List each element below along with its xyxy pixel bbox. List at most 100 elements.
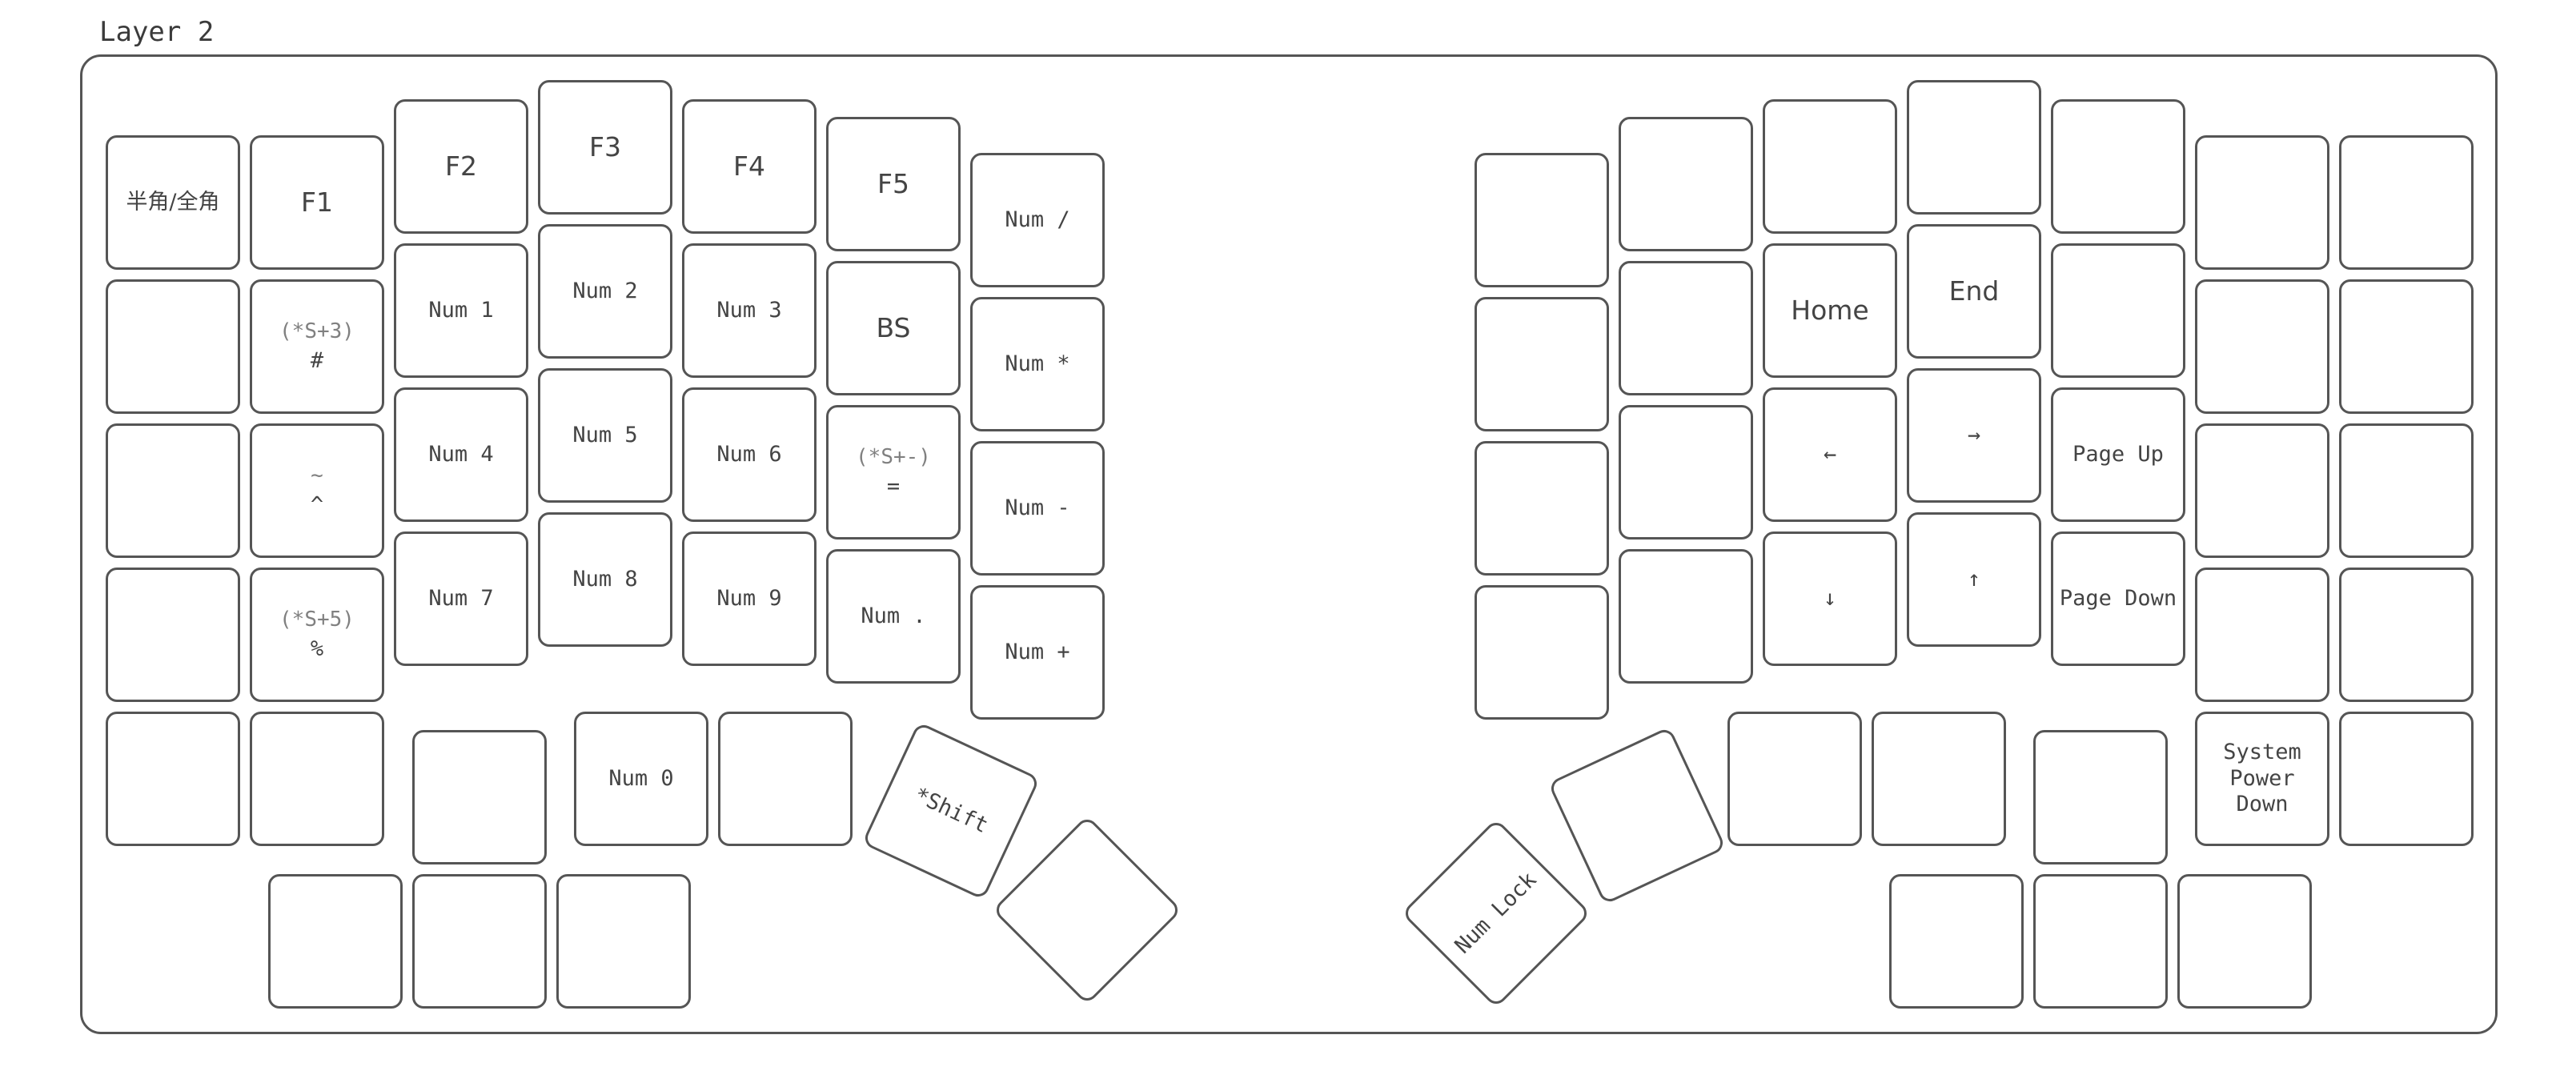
key-hankaku-zenkaku[interactable]: 半角/全角 <box>106 135 240 270</box>
key-label: F3 <box>589 131 621 163</box>
key-f5[interactable]: F5 <box>826 117 961 251</box>
key-num-5[interactable]: Num 5 <box>538 368 672 503</box>
key-arrow-up[interactable]: ↑ <box>1907 512 2041 647</box>
key-backspace[interactable]: BS <box>826 261 961 395</box>
key-blank[interactable] <box>1872 712 2006 846</box>
arrow-right-icon: → <box>1967 423 1981 448</box>
key-shift-label: (*S+-) <box>856 444 931 469</box>
keyboard-outline <box>80 54 2498 1034</box>
key-num-7[interactable]: Num 7 <box>394 531 528 666</box>
key-arrow-left[interactable]: ← <box>1763 387 1897 522</box>
key-blank[interactable] <box>106 568 240 702</box>
key-label: ^ <box>310 492 324 518</box>
arrow-down-icon: ↓ <box>1823 586 1837 612</box>
key-blank[interactable] <box>1475 297 1609 431</box>
key-blank[interactable] <box>250 712 384 846</box>
key-num-3[interactable]: Num 3 <box>682 243 817 378</box>
key-label: 半角/全角 <box>126 190 220 215</box>
key-num-minus[interactable]: Num - <box>970 441 1105 576</box>
key-blank[interactable] <box>106 279 240 414</box>
key-blank[interactable] <box>2033 730 2168 864</box>
key-f4[interactable]: F4 <box>682 99 817 234</box>
key-blank[interactable] <box>556 874 691 1009</box>
key-label: Num 3 <box>716 298 782 323</box>
key-label: Num - <box>1005 495 1070 521</box>
key-label: Home <box>1791 295 1869 327</box>
key-label: Num 2 <box>572 279 638 304</box>
key-blank[interactable] <box>2339 135 2474 270</box>
key-blank[interactable] <box>2195 423 2329 558</box>
key-home[interactable]: Home <box>1763 243 1897 378</box>
key-label-line-1: System <box>2223 740 2301 765</box>
key-f1[interactable]: F1 <box>250 135 384 270</box>
key-blank[interactable] <box>2195 135 2329 270</box>
key-blank[interactable] <box>1727 712 1862 846</box>
key-label: Num 7 <box>428 586 494 612</box>
key-blank[interactable] <box>1619 261 1753 395</box>
key-blank[interactable] <box>2177 874 2312 1009</box>
layer-title: Layer 2 <box>99 16 215 48</box>
key-percent[interactable]: (*S+5)% <box>250 568 384 702</box>
key-blank[interactable] <box>412 730 547 864</box>
key-num-0[interactable]: Num 0 <box>574 712 708 846</box>
key-blank[interactable] <box>2339 712 2474 846</box>
key-num-plus[interactable]: Num + <box>970 585 1105 720</box>
key-label: Num / <box>1005 207 1070 233</box>
key-blank[interactable] <box>718 712 853 846</box>
key-num-dot[interactable]: Num . <box>826 549 961 684</box>
key-blank[interactable] <box>2195 279 2329 414</box>
key-blank[interactable] <box>268 874 403 1009</box>
key-blank[interactable] <box>2195 568 2329 702</box>
key-arrow-down[interactable]: ↓ <box>1763 531 1897 666</box>
key-label: Num 9 <box>716 586 782 612</box>
key-f3[interactable]: F3 <box>538 80 672 215</box>
key-blank[interactable] <box>2051 243 2185 378</box>
key-blank[interactable] <box>412 874 547 1009</box>
key-blank[interactable] <box>106 423 240 558</box>
key-system-power-down[interactable]: System Power Down <box>2195 712 2329 846</box>
key-arrow-right[interactable]: → <box>1907 368 2041 503</box>
arrow-left-icon: ← <box>1823 442 1837 467</box>
key-page-up[interactable]: Page Up <box>2051 387 2185 522</box>
key-blank[interactable] <box>1907 80 2041 215</box>
key-blank[interactable] <box>1475 585 1609 720</box>
key-blank[interactable] <box>2339 423 2474 558</box>
key-end[interactable]: End <box>1907 224 2041 359</box>
key-label: Num + <box>1005 640 1070 665</box>
key-blank[interactable] <box>1619 549 1753 684</box>
key-f2[interactable]: F2 <box>394 99 528 234</box>
key-num-8[interactable]: Num 8 <box>538 512 672 647</box>
key-blank[interactable] <box>1763 99 1897 234</box>
key-label: F2 <box>445 150 477 183</box>
key-blank[interactable] <box>2339 568 2474 702</box>
key-label: Num 8 <box>572 567 638 592</box>
key-num-slash[interactable]: Num / <box>970 153 1105 287</box>
key-label: BS <box>876 312 911 344</box>
key-equals[interactable]: (*S+-) = <box>826 405 961 540</box>
key-shift-label: (*S+5) <box>279 607 355 632</box>
key-num-2[interactable]: Num 2 <box>538 224 672 359</box>
key-num-1[interactable]: Num 1 <box>394 243 528 378</box>
key-blank[interactable] <box>106 712 240 846</box>
key-num-4[interactable]: Num 4 <box>394 387 528 522</box>
key-blank[interactable] <box>2051 99 2185 234</box>
key-num-asterisk[interactable]: Num * <box>970 297 1105 431</box>
key-label-line-2: Power <box>2229 765 2295 791</box>
key-caret[interactable]: ~^ <box>250 423 384 558</box>
key-num-6[interactable]: Num 6 <box>682 387 817 522</box>
key-blank[interactable] <box>1619 117 1753 251</box>
key-page-down[interactable]: Page Down <box>2051 531 2185 666</box>
key-blank[interactable] <box>1475 441 1609 576</box>
key-label: F5 <box>877 168 909 200</box>
key-num-9[interactable]: Num 9 <box>682 531 817 666</box>
key-blank[interactable] <box>1889 874 2024 1009</box>
key-label: = <box>886 474 901 499</box>
key-blank[interactable] <box>2033 874 2168 1009</box>
key-label: *Shift <box>910 782 992 839</box>
key-hash[interactable]: (*S+3)# <box>250 279 384 414</box>
key-blank[interactable] <box>2339 279 2474 414</box>
key-blank[interactable] <box>1475 153 1609 287</box>
key-blank[interactable] <box>1619 405 1753 540</box>
key-label: Num 4 <box>428 442 494 467</box>
key-label: # <box>310 348 324 374</box>
